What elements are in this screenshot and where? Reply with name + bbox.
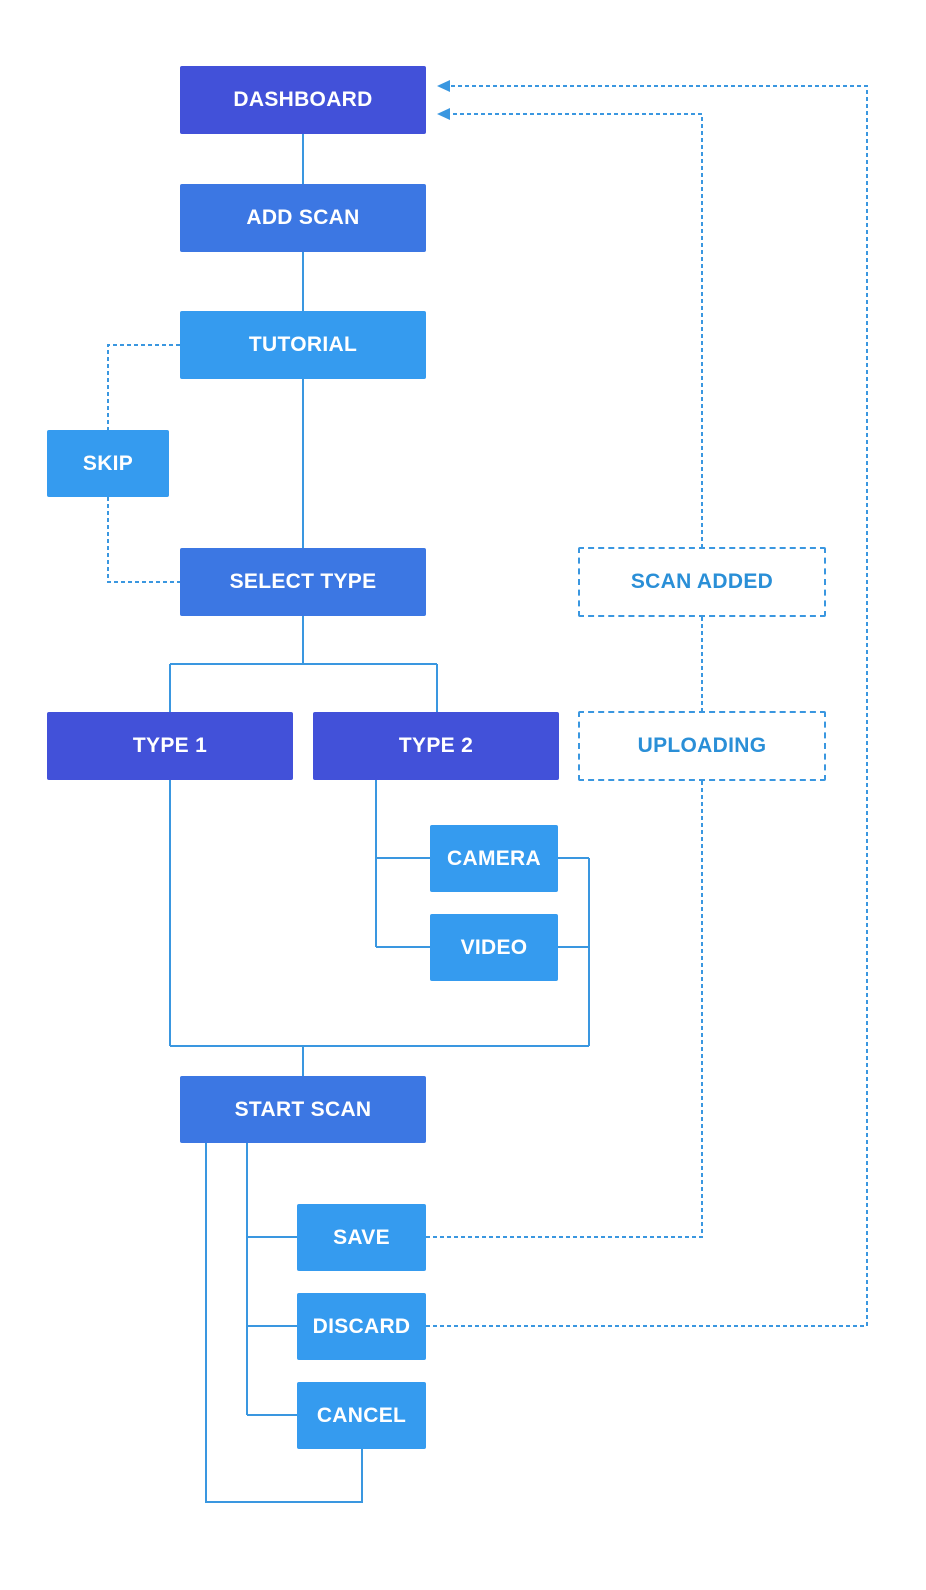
line-cancel-loop <box>205 1143 363 1503</box>
node-scan-added: SCAN ADDED <box>578 547 826 617</box>
node-skip: SKIP <box>47 430 169 497</box>
node-video: VIDEO <box>430 914 558 981</box>
node-type-2: TYPE 2 <box>313 712 559 780</box>
arrowhead-dashboard-bottom <box>437 108 450 120</box>
line-skip-selecttype <box>107 497 180 583</box>
node-discard: DISCARD <box>297 1293 426 1360</box>
node-select-type: SELECT TYPE <box>180 548 426 616</box>
node-uploading: UPLOADING <box>578 711 826 781</box>
line-discard-dashboard <box>426 85 868 1327</box>
node-save: SAVE <box>297 1204 426 1271</box>
node-tutorial: TUTORIAL <box>180 311 426 379</box>
line-tutorial-skip <box>107 344 180 430</box>
node-camera: CAMERA <box>430 825 558 892</box>
node-type-1: TYPE 1 <box>47 712 293 780</box>
line-scanadded-dashboard <box>448 113 703 548</box>
arrowhead-dashboard-top <box>437 80 450 92</box>
node-start-scan: START SCAN <box>180 1076 426 1143</box>
node-add-scan: ADD SCAN <box>180 184 426 252</box>
line-save-uploading <box>426 780 703 1238</box>
node-cancel: CANCEL <box>297 1382 426 1449</box>
node-dashboard: DASHBOARD <box>180 66 426 134</box>
